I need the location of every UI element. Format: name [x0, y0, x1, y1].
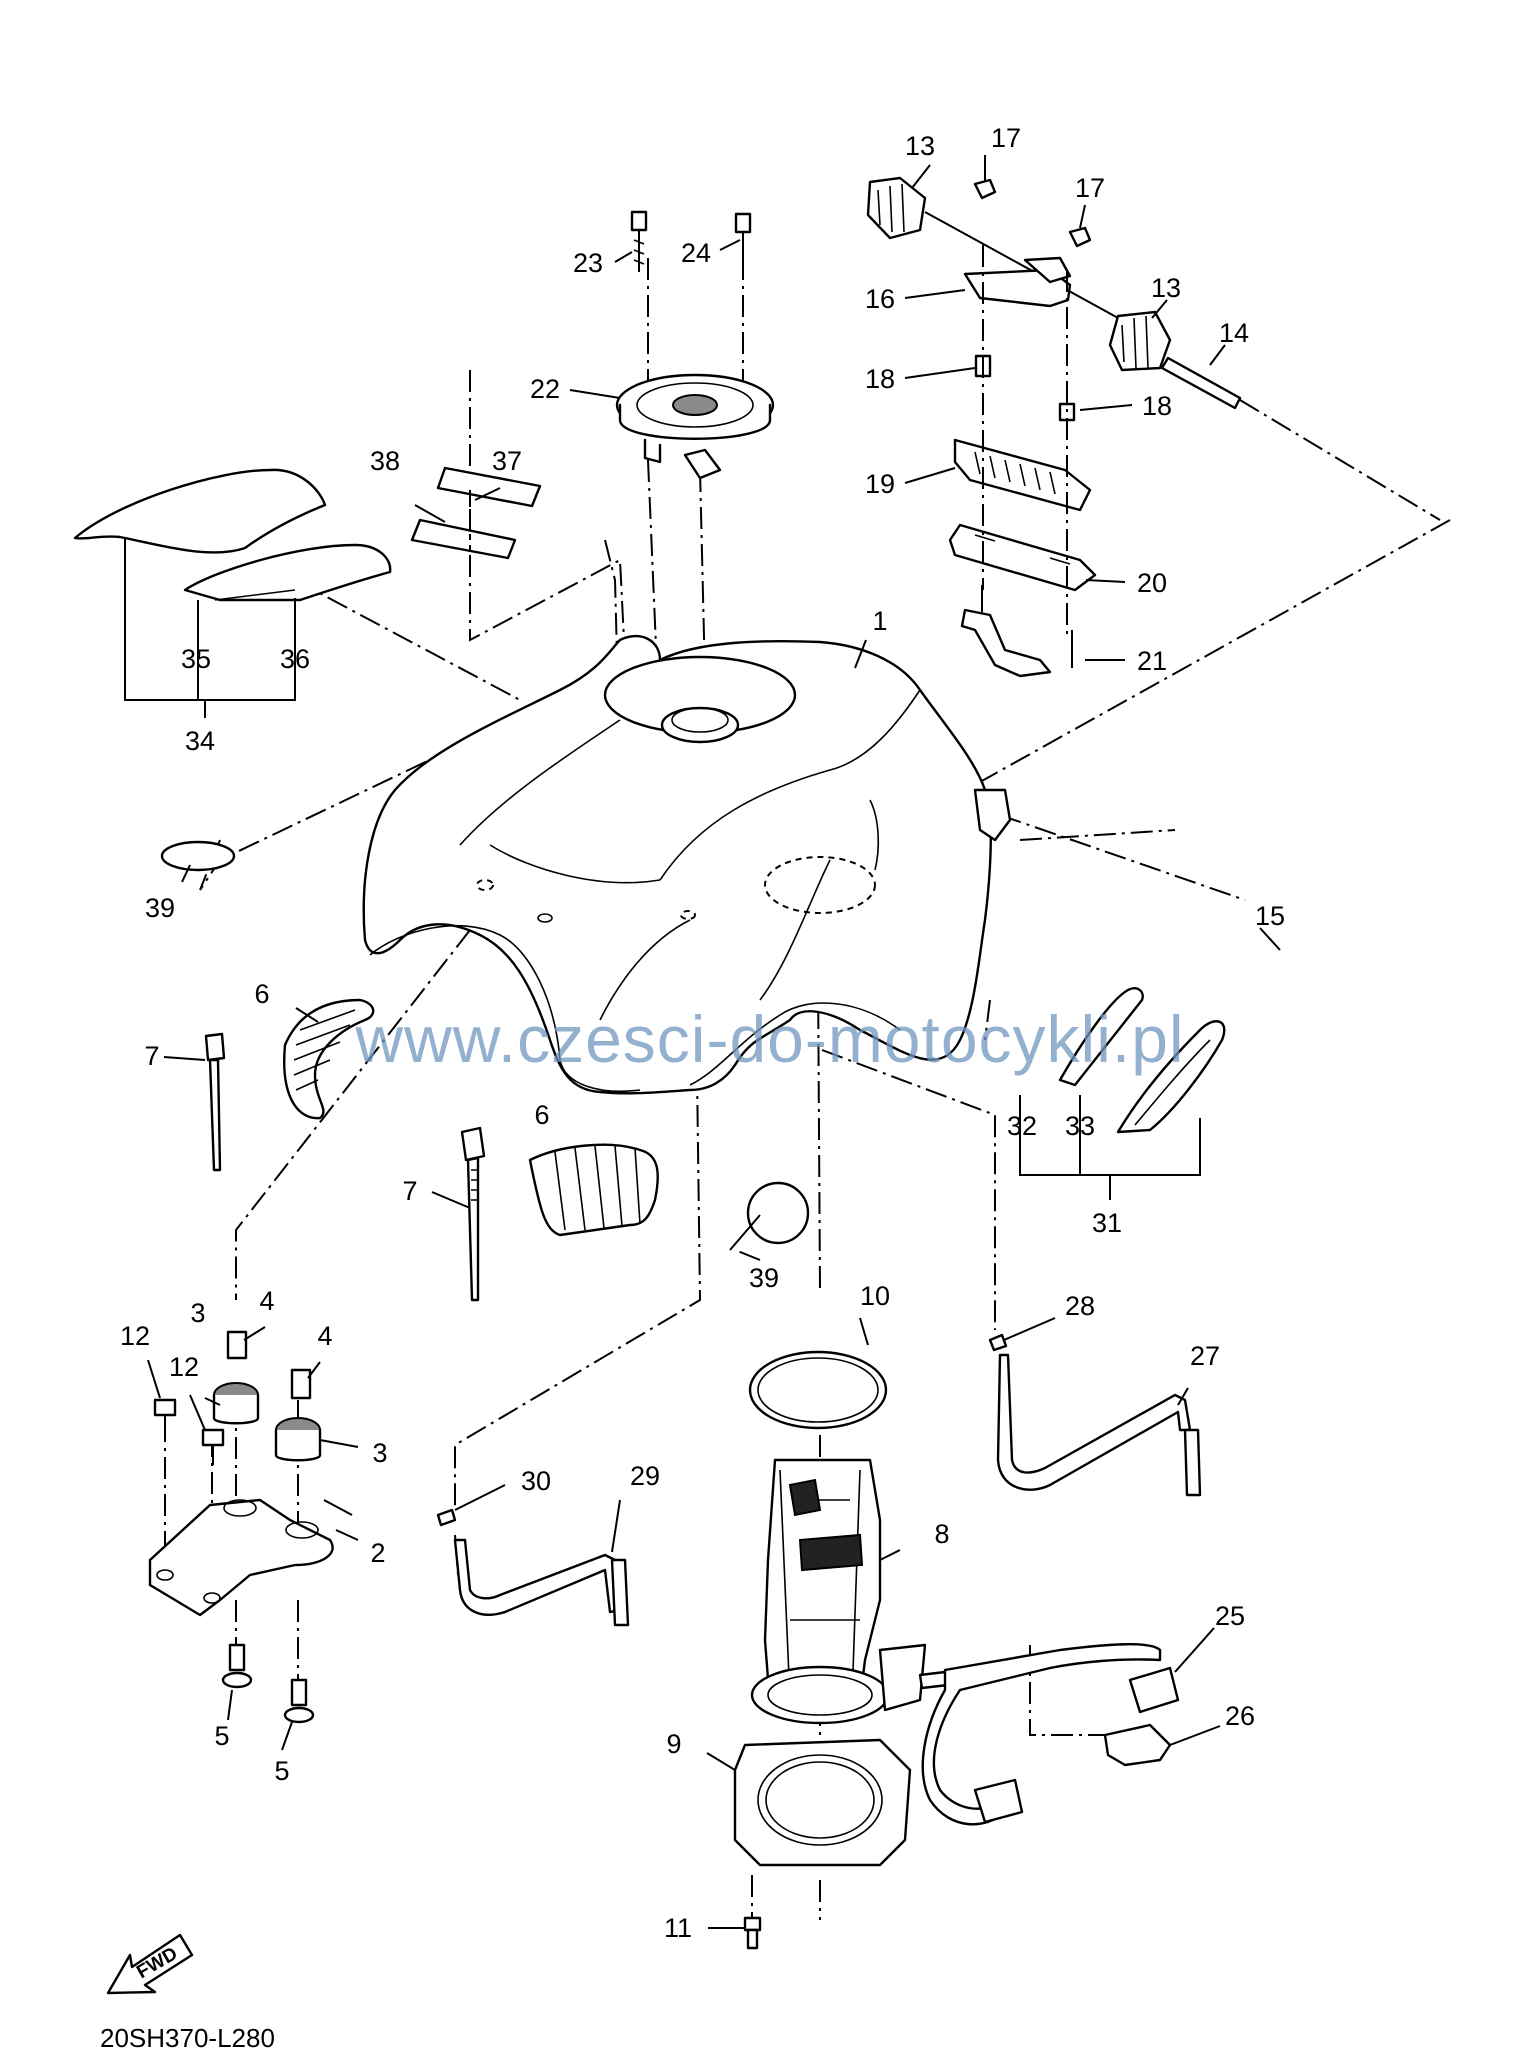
side-cover-set [73, 466, 542, 602]
callout-18: 18 [865, 364, 895, 394]
callout-7: 7 [402, 1176, 417, 1206]
callout-12: 12 [120, 1321, 150, 1351]
callout-31: 31 [1092, 1208, 1122, 1238]
callout-3: 3 [190, 1298, 205, 1328]
callout-leaders [124, 155, 1281, 1929]
callout-26: 26 [1225, 1701, 1255, 1731]
tank-covers [160, 840, 1226, 1245]
callout-18: 18 [1142, 391, 1172, 421]
callout-16: 16 [865, 284, 895, 314]
callout-22: 22 [530, 374, 560, 404]
callout-25: 25 [1215, 1601, 1245, 1631]
callout-7: 7 [144, 1041, 159, 1071]
callout-5: 5 [274, 1756, 289, 1786]
callout-30: 30 [521, 1466, 551, 1496]
callout-32: 32 [1007, 1111, 1037, 1141]
callout-1: 1 [872, 606, 887, 636]
callout-2: 2 [370, 1538, 385, 1568]
callout-14: 14 [1219, 318, 1249, 348]
callout-20: 20 [1137, 568, 1167, 598]
callout-36: 36 [280, 644, 310, 674]
callout-10: 10 [860, 1281, 890, 1311]
filler-cap-assembly [615, 210, 775, 480]
seat-bracket-assembly [866, 176, 1242, 678]
callout-39: 39 [749, 1263, 779, 1293]
callout-6: 6 [254, 979, 269, 1009]
callout-39: 39 [145, 893, 175, 923]
callout-3: 3 [372, 1438, 387, 1468]
callout-6: 6 [534, 1100, 549, 1130]
diagram-code: 20SH370-L280 [100, 2023, 275, 2053]
callout-9: 9 [666, 1729, 681, 1759]
fuel-hose [921, 1643, 1180, 1826]
callout-34: 34 [185, 726, 215, 756]
callout-13: 13 [905, 131, 935, 161]
callout-28: 28 [1065, 1291, 1095, 1321]
callout-5: 5 [214, 1721, 229, 1751]
callout-17: 17 [991, 123, 1021, 153]
callout-12: 12 [169, 1352, 199, 1382]
callout-11: 11 [664, 1913, 692, 1943]
callout-33: 33 [1065, 1111, 1095, 1141]
callout-4: 4 [317, 1321, 332, 1351]
callout-35: 35 [181, 644, 211, 674]
callout-21: 21 [1137, 646, 1167, 676]
forward-direction-arrow: FWD [106, 1933, 194, 1995]
callout-labels: 1 2 3 3 4 4 5 5 6 6 7 7 8 9 10 11 12 12 … [120, 123, 1285, 1943]
watermark: www.czesci-do-motocykli.pl [354, 1002, 1184, 1076]
callout-4: 4 [259, 1286, 274, 1316]
callout-19: 19 [865, 469, 895, 499]
callout-38: 38 [370, 446, 400, 476]
fuel-pump-assembly [733, 1350, 950, 1950]
callout-15: 15 [1255, 901, 1285, 931]
callout-24: 24 [681, 238, 711, 268]
callout-27: 27 [1190, 1341, 1220, 1371]
fuel-tank [362, 634, 1012, 1095]
callout-13: 13 [1151, 273, 1181, 303]
callout-8: 8 [934, 1519, 949, 1549]
rubber-pads [283, 998, 659, 1237]
mount-bracket [148, 1330, 334, 1724]
breather-hoses [436, 1333, 1202, 1627]
callout-29: 29 [630, 1461, 660, 1491]
callout-17: 17 [1075, 173, 1105, 203]
callout-23: 23 [573, 248, 603, 278]
callout-37: 37 [492, 446, 522, 476]
cable-ties [204, 1032, 486, 1302]
